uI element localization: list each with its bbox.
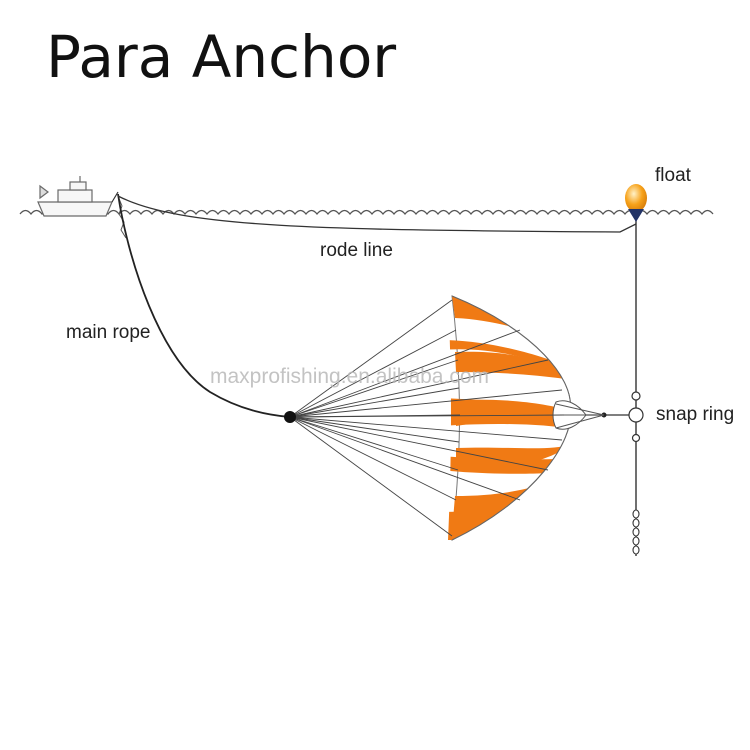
shroud-line [289, 389, 563, 418]
page-title: Para Anchor [46, 23, 397, 91]
label-main-rope: main rope [66, 322, 151, 343]
shroud-line [289, 416, 460, 443]
shroud-line [289, 359, 459, 418]
watermark: maxprofishing.en.alibaba.com [210, 365, 489, 388]
shroud-line [289, 416, 521, 501]
shroud-line [289, 387, 460, 418]
main-rope [117, 193, 291, 418]
snap-ring-icon [628, 391, 644, 443]
shroud-line [289, 416, 453, 537]
boat-icon [37, 176, 119, 217]
shroud-line [289, 329, 521, 418]
shroud-line [289, 359, 549, 418]
label-float: float [655, 165, 692, 186]
shroud-line [289, 416, 563, 441]
label-rode-line: rode line [320, 240, 393, 261]
float-icon [625, 184, 647, 212]
rode-line [117, 195, 637, 233]
float-base [628, 209, 644, 222]
canopy-vent [552, 400, 605, 430]
shroud-line [289, 416, 457, 501]
chain-links [632, 509, 640, 555]
shroud-line [289, 416, 459, 471]
water-surface [19, 209, 714, 216]
shroud-line [289, 329, 457, 418]
shroud-line [289, 416, 549, 471]
shroud-lines [289, 299, 565, 537]
shroud-line [289, 299, 453, 418]
shroud-line [289, 414, 565, 418]
rope-connector [284, 411, 296, 423]
label-snap-ring: snap ring [656, 404, 734, 425]
